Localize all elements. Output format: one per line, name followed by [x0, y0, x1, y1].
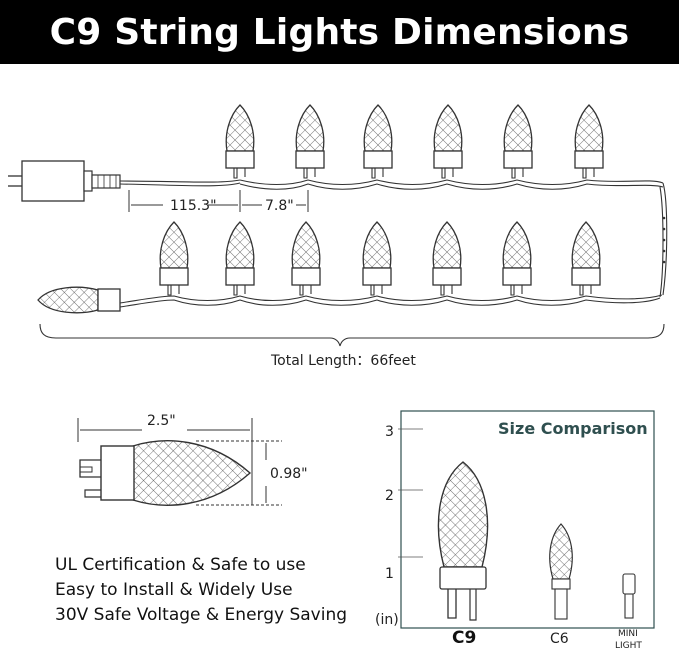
title-banner: C9 String Lights Dimensions — [0, 0, 679, 64]
tick-label-1: 1 — [385, 566, 394, 582]
total-length-label: Total Length：66feet — [270, 353, 416, 369]
continuation-dots — [662, 216, 666, 264]
bulb-diameter-label: 0.98" — [270, 466, 308, 482]
bottom-row-bulbs — [159, 221, 601, 296]
bulb — [362, 221, 392, 296]
bulb — [503, 104, 533, 179]
bulb — [225, 221, 255, 296]
top-row-bulbs-rest — [295, 104, 604, 179]
feature-item: UL Certification & Safe to use — [55, 555, 306, 575]
mini-light-bulb — [622, 573, 636, 619]
feature-item: Easy to Install & Widely Use — [55, 580, 293, 600]
c6-label: C6 — [550, 631, 569, 647]
comparison-title: Size Comparison — [498, 419, 648, 438]
tick-label-2: 2 — [385, 488, 394, 504]
string-light-diagram — [8, 104, 668, 314]
feature-list: UL Certification & Safe to use Easy to I… — [55, 553, 347, 628]
bulb — [571, 221, 601, 296]
bulb — [363, 104, 393, 179]
unit-label: (in) — [375, 612, 399, 628]
bulb-length-label: 2.5" — [147, 413, 176, 429]
tick-label-3: 3 — [385, 424, 394, 440]
bottom-wire — [119, 294, 663, 308]
lead-dimension — [128, 190, 309, 212]
bulb — [291, 221, 321, 296]
feature-item: 30V Safe Voltage & Energy Saving — [55, 605, 348, 625]
c6-bulb — [549, 523, 573, 620]
power-plug-icon — [8, 160, 121, 202]
end-bulb — [37, 286, 121, 314]
page-title: C9 String Lights Dimensions — [49, 11, 630, 53]
bulb — [502, 221, 532, 296]
bulb-dimension-diagram: 2.5" 0.98" — [77, 413, 308, 506]
bulb — [295, 104, 325, 179]
bulb — [225, 104, 255, 179]
total-length-bracket — [39, 323, 665, 347]
c9-bulb — [437, 461, 489, 621]
c9-label: C9 — [452, 628, 476, 648]
size-comparison-panel: Size Comparison 3 2 1 (in) — [375, 410, 655, 629]
bulb — [574, 104, 604, 179]
bulb — [432, 221, 462, 296]
mini-light-label-1: MINI — [618, 629, 638, 639]
top-row-bulbs — [225, 104, 255, 179]
bulb — [433, 104, 463, 179]
mini-light-label-2: LIGHT — [615, 641, 642, 651]
bulb-spacing-label: 7.8" — [265, 198, 294, 214]
bulb — [159, 221, 189, 296]
top-wire — [119, 179, 668, 298]
lead-length-label: 115.3" — [170, 198, 217, 214]
